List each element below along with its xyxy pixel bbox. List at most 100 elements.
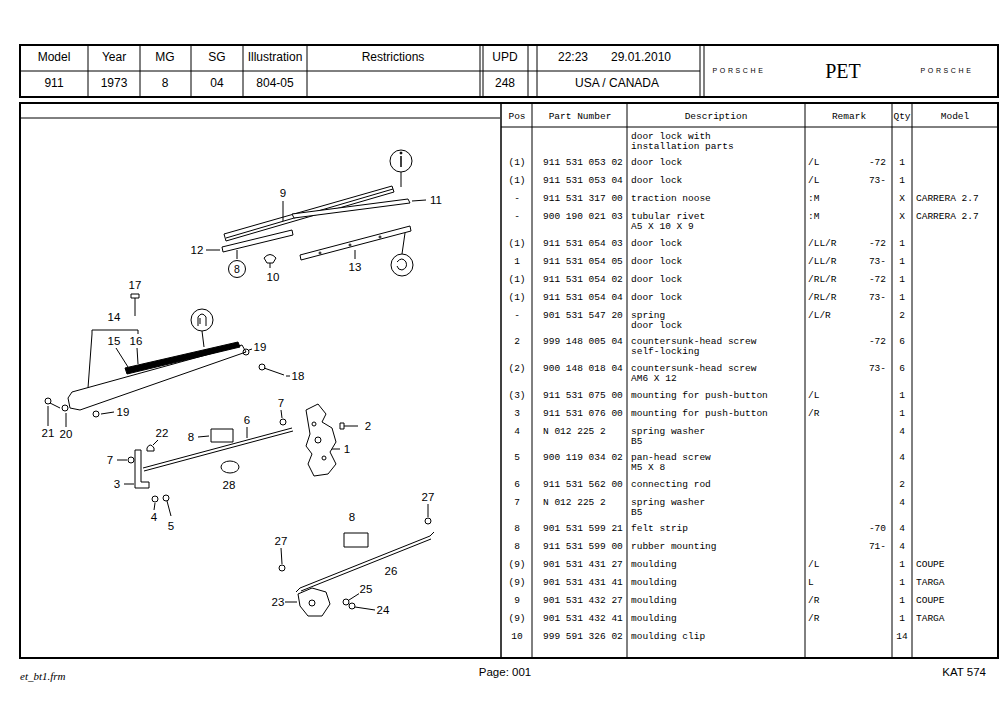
column-heading: Pos <box>508 112 525 122</box>
illustration-stroke <box>401 172 402 187</box>
illustration-stroke <box>286 376 290 377</box>
quantity-cell: 1 <box>899 257 905 267</box>
position-cell: (3) <box>508 391 525 401</box>
description-cell: moulding clip <box>631 632 705 642</box>
position-cell: (1) <box>508 293 525 303</box>
position-cell: 3 <box>514 409 520 419</box>
illustration-stroke <box>344 426 358 427</box>
position-cell: 6 <box>514 480 520 490</box>
part-number-cell: N 012 225 2 <box>543 427 606 437</box>
model-cell: TARGA <box>916 578 945 588</box>
illustration-stroke <box>281 548 282 564</box>
illustration-stroke <box>137 348 138 364</box>
callout-number: 6 <box>243 414 251 427</box>
illustration-stroke <box>379 236 381 238</box>
quantity-cell: 1 <box>899 158 905 168</box>
illustration-stroke <box>912 103 913 658</box>
part-number-cell: 900 190 021 03 <box>543 212 623 222</box>
position-cell: (9) <box>508 560 525 570</box>
remark-cell: /R <box>808 614 819 624</box>
position-cell: (1) <box>508 158 525 168</box>
model-cell: COUPE <box>916 560 945 570</box>
remark-cell: /LL/R <box>808 257 837 267</box>
illustration-stroke <box>131 294 139 298</box>
header-cell: 911 <box>44 77 63 90</box>
part-number-cell: 911 531 075 00 <box>543 391 623 401</box>
callout-number: 2 <box>364 420 372 433</box>
part-number-cell: 911 531 053 04 <box>543 176 623 186</box>
callout-number: 25 <box>359 583 374 596</box>
illustration-stroke <box>349 244 351 246</box>
illustration-stroke <box>892 103 893 658</box>
remark-cell: /R <box>808 409 819 419</box>
illustration-stroke <box>20 118 500 119</box>
illustration-stroke <box>322 456 326 460</box>
illustration-stroke <box>117 460 127 461</box>
callout-number: 15 <box>107 335 122 348</box>
illustration-stroke <box>198 314 206 326</box>
description-cell: mounting for push-button <box>631 409 768 419</box>
part-number-cell: 901 531 432 41 <box>543 614 623 624</box>
header-cell: Restrictions <box>362 51 425 64</box>
callout-number: 10 <box>266 271 281 284</box>
description-cell: spring washer B5 <box>631 427 708 446</box>
illustration-stroke <box>128 457 134 463</box>
body-frame <box>20 103 998 658</box>
description-cell: door lock <box>631 158 682 168</box>
quantity-cell: 1 <box>899 275 905 285</box>
column-heading: Description <box>685 112 748 122</box>
quantity-cell: 1 <box>899 293 905 303</box>
description-cell: moulding <box>631 614 677 624</box>
column-heading: Part Number <box>549 112 612 122</box>
description-cell: pan-head screw M5 X 8 <box>631 453 714 472</box>
callout-number: 14 <box>107 311 122 324</box>
file-name: et_bt1.frm <box>20 670 66 682</box>
header-cell: 248 <box>495 77 515 90</box>
remark-cell: -72 <box>869 239 886 249</box>
brand-logo: PORSCHE <box>921 67 974 75</box>
catalog-name: PET <box>825 60 861 82</box>
illustration-stroke <box>88 334 92 388</box>
remark-cell: /L <box>808 176 819 186</box>
illustration-stroke <box>153 440 158 445</box>
illustration-stroke <box>191 309 213 331</box>
remark-cell: /L <box>808 560 819 570</box>
callout-number: 16 <box>129 335 144 348</box>
header-cell: 22:23 <box>558 51 588 64</box>
illustration-stroke <box>344 533 368 547</box>
position-cell: (9) <box>508 578 525 588</box>
header-cell: 1973 <box>101 77 128 90</box>
illustration-stroke <box>281 410 282 418</box>
quantity-cell: 6 <box>899 337 905 347</box>
model-cell: COUPE <box>916 596 945 606</box>
description-cell: mounting for push-button <box>631 391 768 401</box>
illustration-stroke <box>805 103 806 658</box>
illustration-stroke <box>66 413 67 427</box>
illustration-stroke <box>400 156 402 167</box>
part-number-cell: 900 148 018 04 <box>543 364 623 374</box>
illustration-stroke <box>300 226 411 260</box>
position-cell: 8 <box>514 542 520 552</box>
remark-cell: L <box>808 578 814 588</box>
part-number-cell: 901 531 432 27 <box>543 596 623 606</box>
part-number-cell: 999 591 326 02 <box>543 632 623 642</box>
illustration-stroke <box>704 45 705 97</box>
remark-cell: /L <box>808 158 819 168</box>
position-cell: 9 <box>514 596 520 606</box>
illustration-stroke <box>48 406 49 426</box>
callout-number: 13 <box>348 261 363 274</box>
illustration-stroke <box>249 349 252 350</box>
callout-number: 8 <box>348 511 356 524</box>
header-cell: Model <box>38 51 71 64</box>
header-cell: Illustration <box>248 51 303 64</box>
illustration-stroke <box>124 484 134 485</box>
quantity-cell: 4 <box>899 524 905 534</box>
door-lock-illustration <box>45 150 434 616</box>
description-cell: traction noose <box>631 194 711 204</box>
callout-number: 27 <box>421 491 436 504</box>
callout-number: 4 <box>150 511 158 524</box>
description-cell: felt strip <box>631 524 688 534</box>
header-cell: SG <box>208 51 225 64</box>
callout-number: 7 <box>106 454 114 467</box>
illustration-stroke <box>167 501 171 516</box>
